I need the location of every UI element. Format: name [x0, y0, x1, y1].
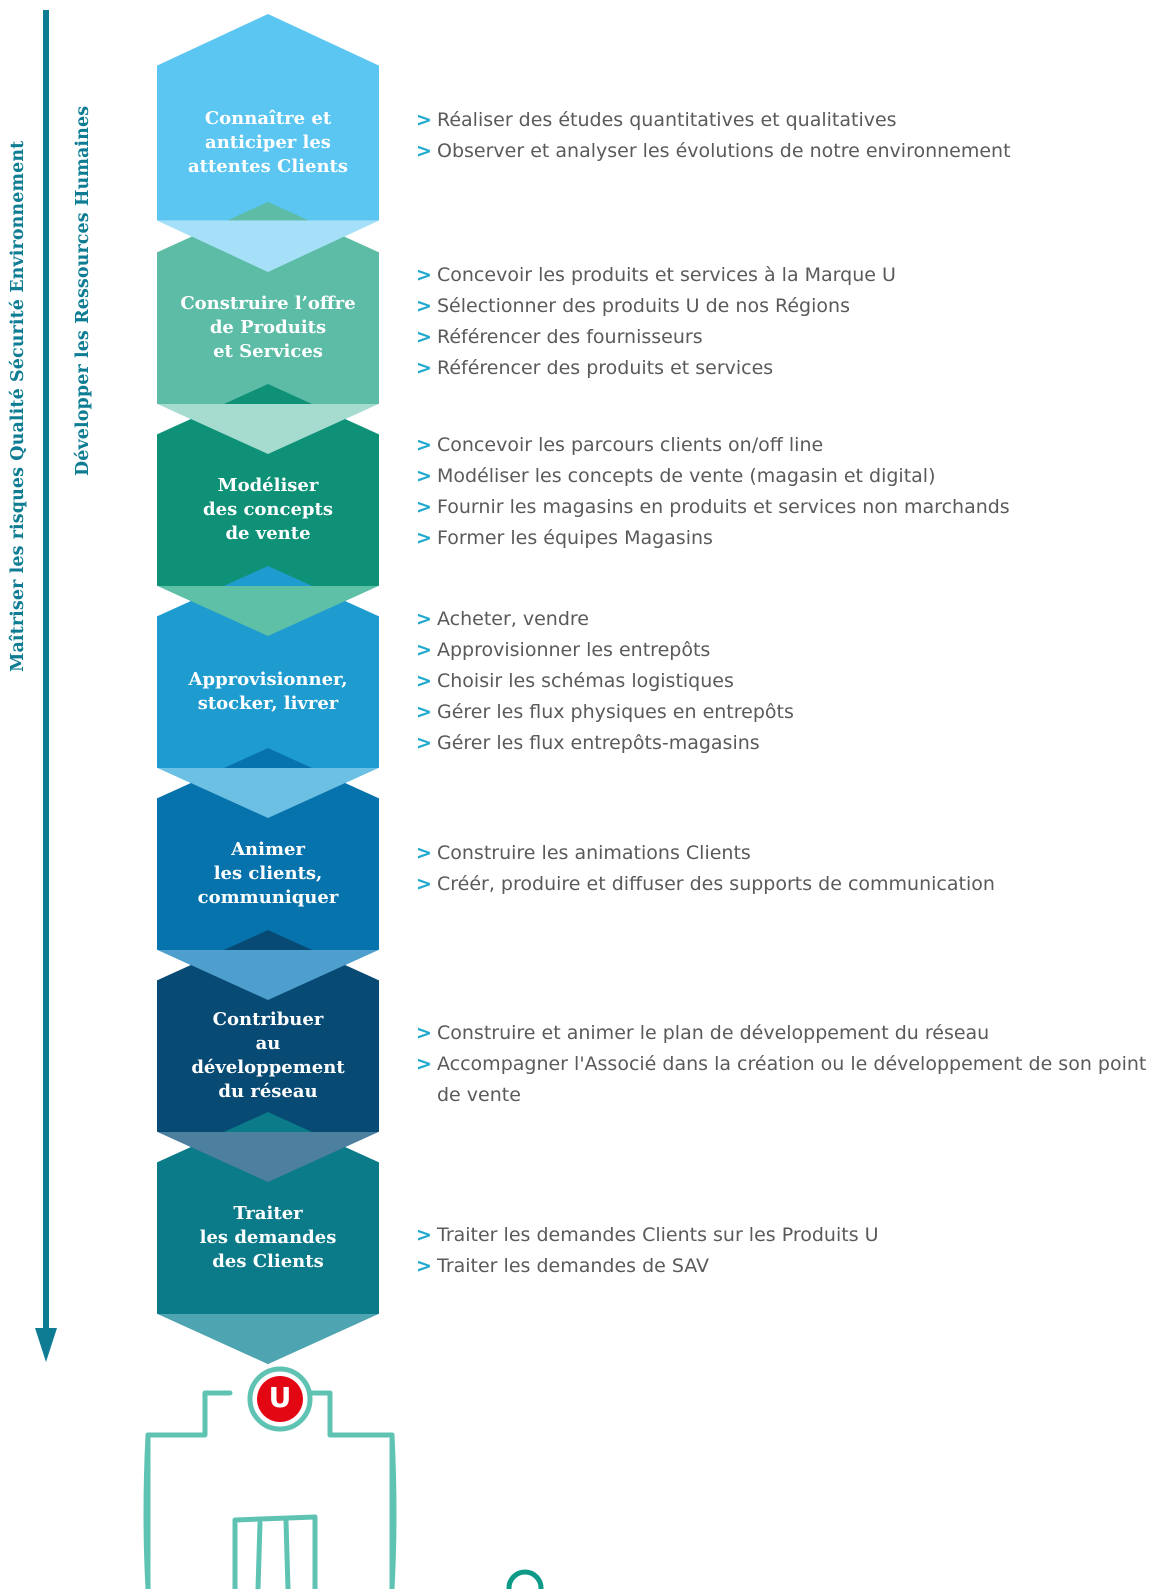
bullet-arrow-icon: >: [416, 842, 432, 864]
step-title: Modéliser des concepts de vente: [203, 475, 333, 544]
task-text: Gérer les flux entrepôts-magasins: [437, 732, 760, 754]
task-item: >Sélectionner des produits U de nos Régi…: [416, 291, 1146, 322]
task-item: >Traiter les demandes de SAV: [416, 1251, 1146, 1282]
bullet-arrow-icon: >: [416, 496, 432, 518]
store-illustration: [143, 1366, 397, 1589]
task-item: >Observer et analyser les évolutions de …: [416, 136, 1146, 167]
task-text: Construire et animer le plan de développ…: [437, 1022, 990, 1044]
step-task-list: >Construire les animations Clients >Créé…: [416, 838, 1146, 900]
task-text: Observer et analyser les évolutions de n…: [437, 140, 1011, 162]
task-text: Créér, produire et diffuser des supports…: [437, 873, 995, 895]
bullet-arrow-icon: >: [416, 639, 432, 661]
arrow-head: [35, 1328, 57, 1362]
bullet-arrow-icon: >: [416, 608, 432, 630]
bullet-arrow-icon: >: [416, 1053, 432, 1075]
step-title: Contribuer au développement du réseau: [191, 1009, 345, 1102]
step-title: Connaître et anticiper les attentes Clie…: [188, 108, 348, 177]
side-arrow: [35, 10, 57, 1362]
task-text: Construire les animations Clients: [437, 842, 751, 864]
step-title: Traiter les demandes des Clients: [199, 1203, 337, 1272]
step-title: Construire l’offre de Produits et Servic…: [180, 293, 356, 362]
task-text: Former les équipes Magasins: [437, 527, 713, 549]
step-title: Approvisionner, stocker, livrer: [188, 669, 348, 714]
step-task-list: >Concevoir les parcours clients on/off l…: [416, 430, 1146, 554]
bullet-arrow-icon: >: [416, 357, 432, 379]
task-text: Modéliser les concepts de vente (magasin…: [437, 465, 936, 487]
task-item: >Modéliser les concepts de vente (magasi…: [416, 461, 1146, 492]
task-text: Fournir les magasins en produits et serv…: [437, 496, 1010, 518]
task-item: >Réaliser des études quantitatives et qu…: [416, 105, 1146, 136]
task-text: Traiter les demandes de SAV: [437, 1255, 710, 1277]
task-text: Référencer des fournisseurs: [437, 326, 703, 348]
bullet-arrow-icon: >: [416, 527, 432, 549]
task-item: >Approvisionner les entrepôts: [416, 635, 1146, 666]
bullet-arrow-icon: >: [416, 326, 432, 348]
task-text: Référencer des produits et services: [437, 357, 774, 379]
task-item: >Concevoir les parcours clients on/off l…: [416, 430, 1146, 461]
task-item: >Concevoir les produits et services à la…: [416, 260, 1146, 291]
task-text: Acheter, vendre: [437, 608, 589, 630]
bullet-arrow-icon: >: [416, 434, 432, 456]
store-wing-right: [389, 1432, 397, 1589]
bullet-arrow-icon: >: [416, 732, 432, 754]
task-text: Approvisionner les entrepôts: [437, 639, 711, 661]
step-task-list: >Construire et animer le plan de dévelop…: [416, 1018, 1146, 1111]
step-task-list: >Réaliser des études quantitatives et qu…: [416, 105, 1146, 167]
risks-label: Maîtriser les risques Qualité Sécurité E…: [8, 140, 28, 672]
bullet-arrow-icon: >: [416, 670, 432, 692]
step-task-list: >Acheter, vendre >Approvisionner les ent…: [416, 604, 1146, 759]
task-item: >Traiter les demandes Clients sur les Pr…: [416, 1220, 1146, 1251]
task-text: Concevoir les produits et services à la …: [437, 264, 896, 286]
task-text: Concevoir les parcours clients on/off li…: [437, 434, 824, 456]
bullet-arrow-icon: >: [416, 140, 432, 162]
task-text: Traiter les demandes Clients sur les Pro…: [437, 1224, 879, 1246]
task-item: >Référencer des produits et services: [416, 353, 1146, 384]
task-text: Sélectionner des produits U de nos Régio…: [437, 295, 850, 317]
step-connector: [157, 1313, 379, 1364]
store-wing-left: [143, 1432, 151, 1589]
task-item: >Gérer les flux physiques en entrepôts: [416, 697, 1146, 728]
task-item: >Fournir les magasins en produits et ser…: [416, 492, 1146, 523]
task-item: >Créér, produire et diffuser des support…: [416, 869, 1146, 900]
bullet-arrow-icon: >: [416, 701, 432, 723]
logo-disc: [257, 1376, 303, 1422]
task-item: >Acheter, vendre: [416, 604, 1146, 635]
task-text: Accompagner l'Associé dans la création o…: [437, 1053, 1147, 1106]
store-door: [232, 1514, 318, 1589]
task-item: >Référencer des fournisseurs: [416, 322, 1146, 353]
bullet-arrow-icon: >: [416, 1224, 432, 1246]
task-item: >Construire les animations Clients: [416, 838, 1146, 869]
bullet-arrow-icon: >: [416, 264, 432, 286]
task-item: >Accompagner l'Associé dans la création …: [416, 1049, 1149, 1111]
u-logo-icon: U: [268, 1381, 292, 1414]
bullet-arrow-icon: >: [416, 1255, 432, 1277]
bullet-arrow-icon: >: [416, 465, 432, 487]
bullet-arrow-icon: >: [416, 873, 432, 895]
hr-label: Développer les Ressources Humaines: [73, 105, 93, 476]
bullet-arrow-icon: >: [416, 1022, 432, 1044]
step-title: Animer les clients, communiquer: [197, 839, 339, 908]
task-item: >Choisir les schémas logistiques: [416, 666, 1146, 697]
decorative-circle-icon: [506, 1569, 544, 1589]
store-door-panel: [255, 1518, 291, 1589]
bullet-arrow-icon: >: [416, 109, 432, 131]
task-text: Gérer les flux physiques en entrepôts: [437, 701, 794, 723]
task-text: Choisir les schémas logistiques: [437, 670, 734, 692]
step-task-list: >Traiter les demandes Clients sur les Pr…: [416, 1220, 1146, 1282]
bullet-arrow-icon: >: [416, 295, 432, 317]
task-item: >Gérer les flux entrepôts-magasins: [416, 728, 1146, 759]
task-text: Réaliser des études quantitatives et qua…: [437, 109, 897, 131]
task-item: >Construire et animer le plan de dévelop…: [416, 1018, 1146, 1049]
task-item: >Former les équipes Magasins: [416, 523, 1146, 554]
step-task-list: >Concevoir les produits et services à la…: [416, 260, 1146, 384]
